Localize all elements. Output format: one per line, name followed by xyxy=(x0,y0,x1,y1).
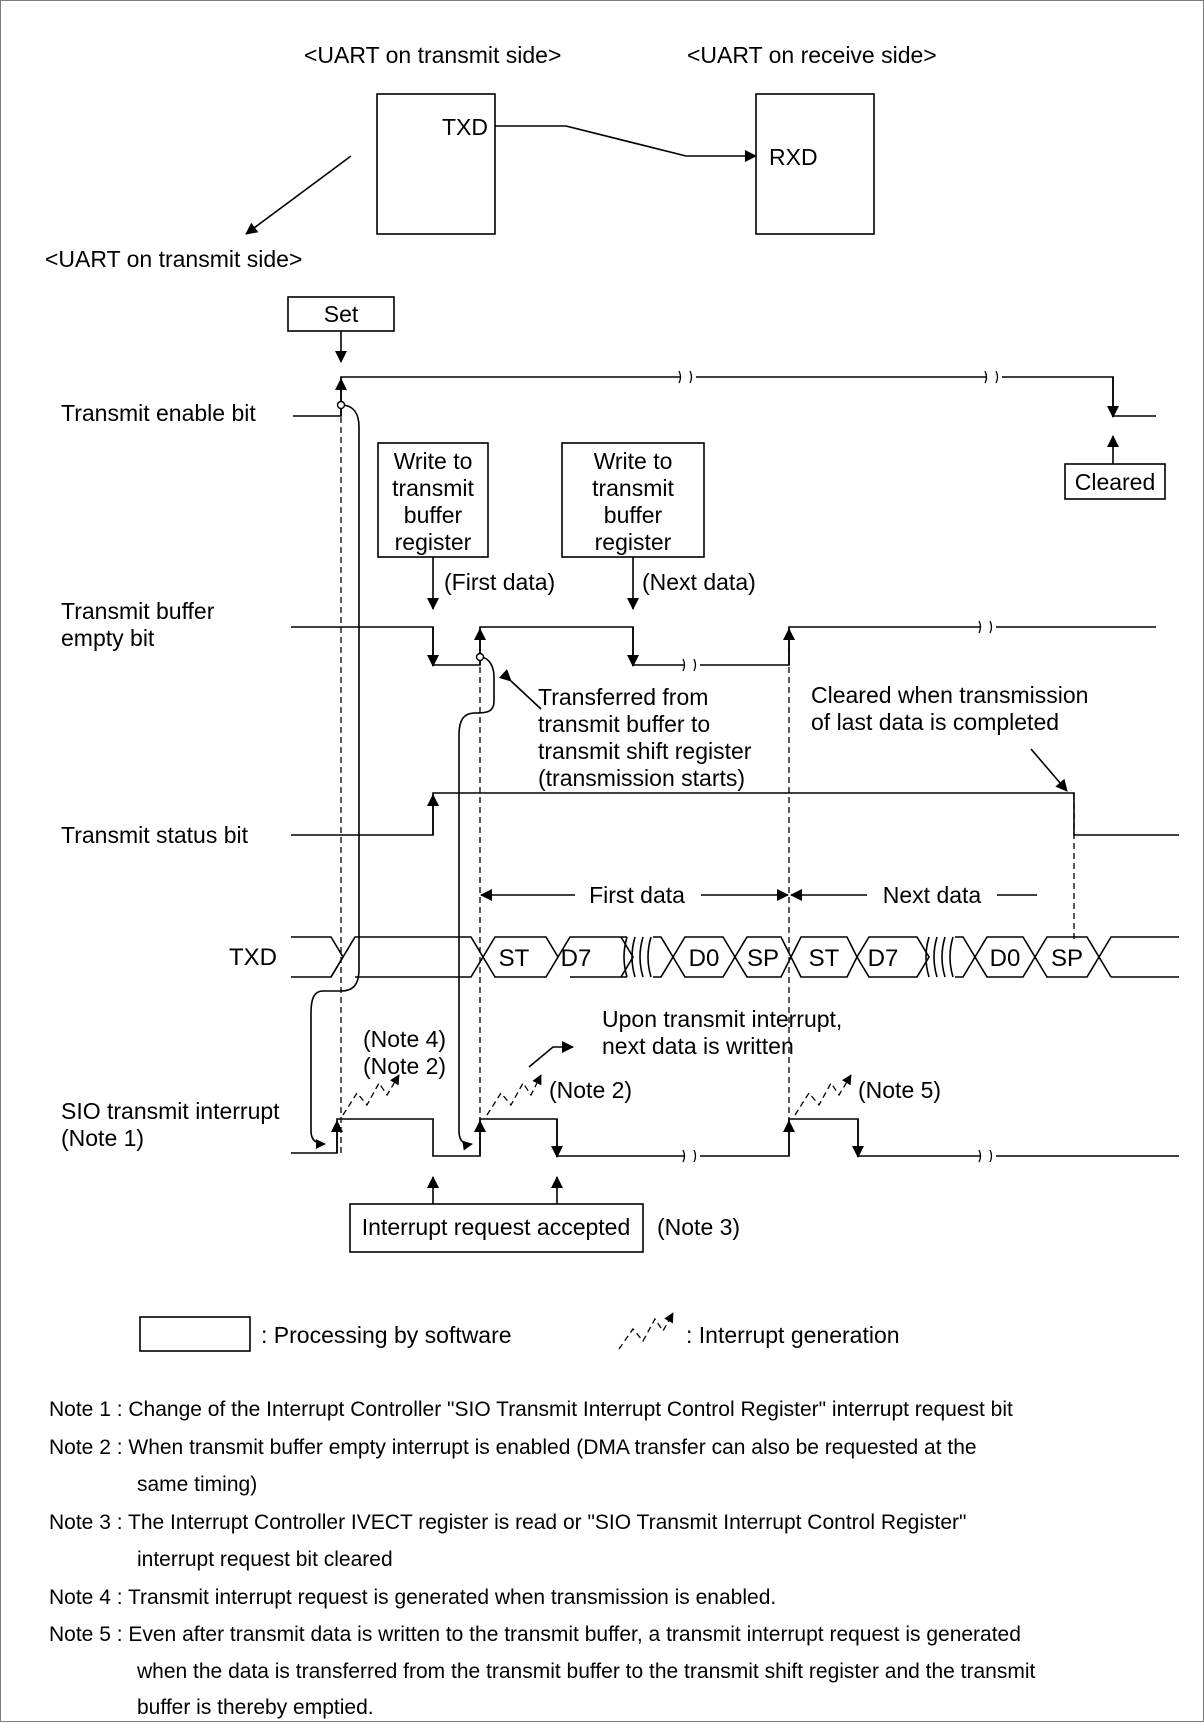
interrupt-generation-icon-3 xyxy=(794,1074,852,1116)
irq-accepted-label: Interrupt request accepted xyxy=(362,1214,631,1240)
rx-side-title: <UART on receive side> xyxy=(687,42,937,68)
waveform-buffer-empty xyxy=(291,620,1156,672)
txd-bit-sp-2: SP xyxy=(1051,945,1083,972)
transferred-note-line3: transmit shift register xyxy=(538,738,752,764)
route-transfer-to-interrupt xyxy=(458,656,495,1151)
note-5-line2: when the data is transferred from the tr… xyxy=(136,1660,1036,1683)
signal-buffer-empty-line2: empty bit xyxy=(61,625,155,651)
interrupt-generation-icon-2 xyxy=(486,1074,542,1116)
note5-reference: (Note 5) xyxy=(858,1077,941,1103)
note-2-line2: same timing) xyxy=(137,1473,257,1496)
waveform-sio-interrupt xyxy=(291,1118,1179,1163)
set-box-label: Set xyxy=(324,301,359,327)
upon-interrupt-note-line2: next data is written xyxy=(602,1033,794,1059)
txd-bit-d7-2: D7 xyxy=(868,945,899,972)
txd-pin-label: TXD xyxy=(442,114,488,140)
legend-software-label: : Processing by software xyxy=(261,1322,512,1348)
signal-buffer-empty-line1: Transmit buffer xyxy=(61,598,215,624)
signal-sio-interrupt-line2: (Note 1) xyxy=(61,1125,144,1151)
signal-transmit-enable: Transmit enable bit xyxy=(61,400,256,426)
note2-reference-b: (Note 2) xyxy=(549,1077,632,1103)
next-data-marker: (Next data) xyxy=(642,569,756,595)
note2-reference-a: (Note 2) xyxy=(363,1053,446,1079)
signal-txd: TXD xyxy=(229,944,277,971)
upon-interrupt-pointer xyxy=(528,1041,574,1068)
waveform-transmit-enable xyxy=(293,370,1156,418)
note-2-line1: Note 2 : When transmit buffer empty inte… xyxy=(49,1436,977,1459)
note-1: Note 1 : Change of the Interrupt Control… xyxy=(49,1398,1013,1421)
write-box-first-line2: transmit xyxy=(392,475,474,501)
txd-bit-d0-1: D0 xyxy=(689,945,720,972)
cleared-note-line2: of last data is completed xyxy=(811,709,1059,735)
rxd-pin-label: RXD xyxy=(769,144,818,170)
rx-uart-block xyxy=(755,93,875,235)
upon-interrupt-note-line1: Upon transmit interrupt, xyxy=(602,1006,842,1032)
footnotes: Note 1 : Change of the Interrupt Control… xyxy=(49,1398,1036,1719)
write-box-next-line2: transmit xyxy=(592,475,674,501)
first-data-span-label: First data xyxy=(589,882,685,908)
transferred-note-line4: (transmission starts) xyxy=(538,765,745,791)
tx-side-label: <UART on transmit side> xyxy=(45,246,302,272)
legend-interrupt-label: : Interrupt generation xyxy=(686,1322,900,1348)
transferred-note-line2: transmit buffer to xyxy=(538,711,710,737)
transferred-note-line1: Transferred from xyxy=(538,684,708,710)
txd-bit-d7-1: D7 xyxy=(561,945,592,972)
txd-bit-st-1: ST xyxy=(499,945,530,972)
write-box-first-line4: register xyxy=(395,529,472,555)
zoom-arrow xyxy=(245,155,352,235)
irq-accepted-box xyxy=(349,1203,644,1253)
note-4: Note 4 : Transmit interrupt request is g… xyxy=(49,1586,776,1609)
first-data-marker: (First data) xyxy=(444,569,555,595)
next-data-span-label: Next data xyxy=(883,882,982,908)
note-3-line1: Note 3 : The Interrupt Controller IVECT … xyxy=(49,1511,967,1534)
waveform-txd xyxy=(291,936,1179,978)
legend-software-box xyxy=(139,1316,251,1352)
note-3-line2: interrupt request bit cleared xyxy=(137,1548,393,1571)
cleared-note-line1: Cleared when transmission xyxy=(811,682,1088,708)
cleared-pointer xyxy=(1030,748,1068,792)
txd-bit-st-2: ST xyxy=(809,945,840,972)
cleared-box-label: Cleared xyxy=(1075,469,1156,495)
route-enable-to-interrupt xyxy=(310,404,360,1149)
txd-bit-d0-2: D0 xyxy=(990,945,1021,972)
write-box-next-line3: buffer xyxy=(604,502,663,528)
tx-side-title: <UART on transmit side> xyxy=(304,42,561,68)
tx-uart-block xyxy=(376,93,496,235)
write-box-next-line1: Write to xyxy=(594,448,673,474)
write-box-first-line3: buffer xyxy=(404,502,463,528)
write-box-first-line1: Write to xyxy=(394,448,473,474)
cleared-box xyxy=(1064,463,1166,500)
note3-reference: (Note 3) xyxy=(657,1214,740,1240)
note-5-line1: Note 5 : Even after transmit data is wri… xyxy=(49,1623,1021,1646)
legend-interrupt-generation-icon xyxy=(618,1312,674,1350)
write-box-next-line4: register xyxy=(595,529,672,555)
txd-to-rxd-connection xyxy=(495,125,757,162)
note-5-line3: buffer is thereby emptied. xyxy=(137,1696,374,1719)
signal-transmit-status: Transmit status bit xyxy=(61,822,249,848)
signal-sio-interrupt-line1: SIO transmit interrupt xyxy=(61,1098,280,1124)
waveform-transmit-status xyxy=(291,792,1179,836)
note4-reference: (Note 4) xyxy=(363,1026,446,1052)
interrupt-generation-icon-1 xyxy=(342,1074,400,1116)
txd-bit-sp-1: SP xyxy=(747,945,779,972)
write-box-first xyxy=(377,442,489,558)
transferred-pointer xyxy=(498,669,542,710)
